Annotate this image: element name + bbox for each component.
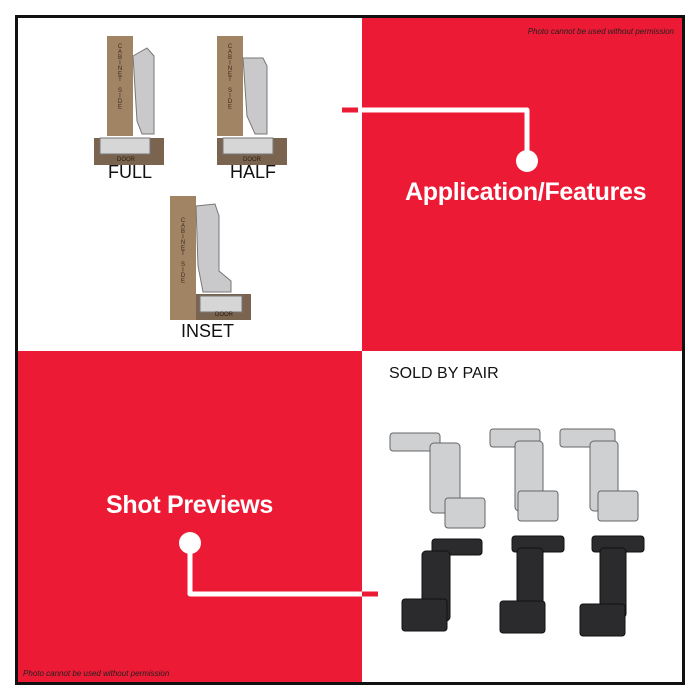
application-diagrams-panel: CABINET SIDE DOOR CABINET SIDE DOOR CABI… — [18, 18, 362, 351]
connector-line-top — [342, 107, 530, 158]
application-features-title: Application/Features — [405, 178, 647, 206]
silver-hinges — [389, 428, 639, 529]
cabinet-side-text-half: CABINET SIDE — [227, 44, 233, 110]
door-text-half: DOOR — [243, 157, 261, 163]
connector-lines — [179, 107, 538, 597]
diagram-label-half: HALF — [230, 162, 277, 182]
diagram-full — [94, 36, 164, 165]
hinge-diagrams — [94, 36, 287, 320]
black-hinges — [401, 535, 645, 637]
shot-previews-title: Shot Previews — [106, 491, 273, 519]
shot-previews-panel: Shot Previews Photo cannot be used witho… — [18, 351, 362, 682]
diagram-label-inset: INSET — [181, 321, 235, 341]
connector-dot-bottom — [179, 532, 201, 554]
watermark-text: Photo cannot be used without permission — [23, 669, 170, 678]
application-features-panel: Photo cannot be used without permission … — [362, 18, 682, 351]
product-image-frame: CABINET SIDE DOOR CABINET SIDE DOOR CABI… — [15, 15, 685, 685]
hinge-photos — [389, 428, 645, 637]
cabinet-side-text-full: CABINET SIDE — [117, 44, 123, 110]
diagram-half — [217, 36, 287, 165]
product-photos-panel: SOLD BY PAIR — [362, 351, 682, 682]
cabinet-side-text-inset: CABINET SIDE — [180, 218, 186, 284]
connector-line-bottom — [187, 545, 378, 597]
connector-dot-top — [516, 150, 538, 172]
diagram-label-full: FULL — [108, 162, 153, 182]
sold-by-pair-label: SOLD BY PAIR — [389, 365, 499, 382]
watermark-text: Photo cannot be used without permission — [527, 27, 674, 36]
diagram-inset — [170, 196, 251, 320]
door-text-inset: DOOR — [215, 312, 233, 318]
door-text-full: DOOR — [117, 157, 135, 163]
